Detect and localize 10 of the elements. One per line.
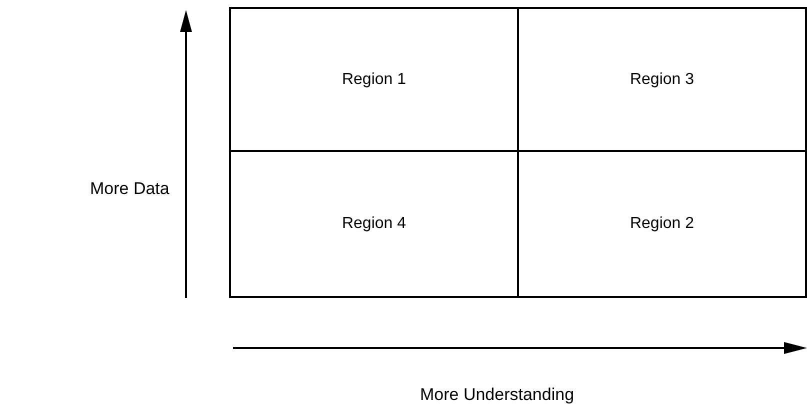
region-label: Region 4 <box>342 214 406 234</box>
axis-label: More Understanding <box>420 384 574 406</box>
quadrant-cell <box>229 150 519 298</box>
axis-label: More Data <box>90 178 170 200</box>
region-label: Region 2 <box>630 214 694 234</box>
quadrant-cell <box>229 7 519 152</box>
quadrant-cell <box>517 150 807 298</box>
quadrant-cell <box>517 7 807 152</box>
region-label: Region 1 <box>342 70 406 90</box>
region-label: Region 3 <box>630 70 694 90</box>
